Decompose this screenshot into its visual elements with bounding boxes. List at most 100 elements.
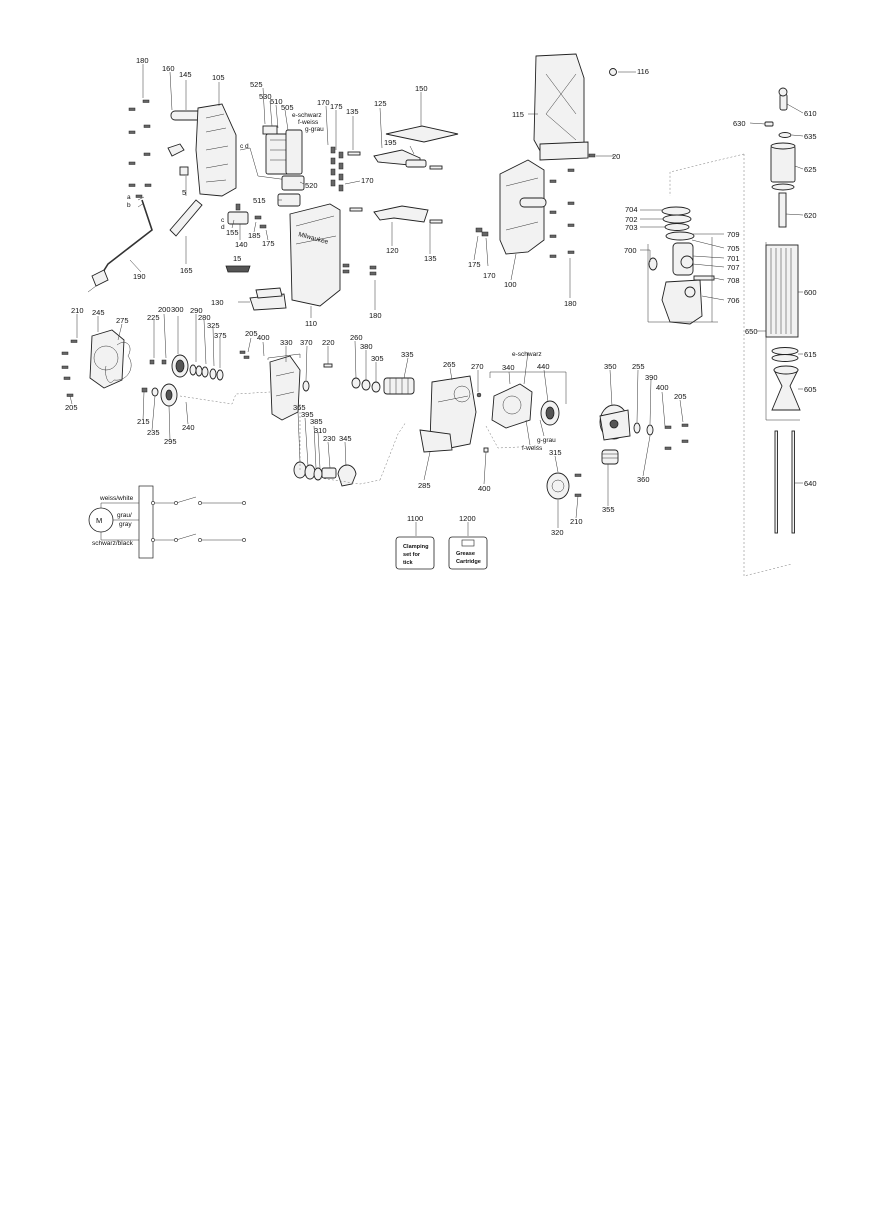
label-220: 220 (322, 338, 335, 347)
label-701: 701 (727, 254, 740, 263)
label-340: 340 (502, 363, 515, 372)
label-380: 380 (360, 342, 373, 351)
label-370: 370 (300, 338, 313, 347)
screw-column-right (549, 168, 575, 258)
label-115: 115 (512, 110, 524, 119)
label-703: 703 (625, 223, 638, 232)
accessory-boxes: Clamping set for tick Grease Cartridge (395, 536, 488, 570)
label-105: 105 (212, 73, 225, 82)
label-708: 708 (727, 276, 740, 285)
label-640: 640 (804, 479, 817, 488)
label-a: a (127, 194, 131, 201)
label-610: 610 (804, 109, 817, 118)
part-labels: 180 160 145 105 525 530 510 505 e-schwar… (65, 56, 817, 537)
label-1200: 1200 (459, 514, 476, 523)
label-285: 285 (418, 481, 431, 490)
label-706: 706 (727, 296, 740, 305)
label-707: 707 (727, 263, 740, 272)
hammer-mechanism (647, 87, 801, 577)
wire-gray-label-1: grau/ (117, 512, 132, 519)
handle-grips (373, 125, 459, 224)
cover-110: Milwaukee (289, 203, 377, 307)
gear-group (61, 329, 381, 487)
label-600: 600 (804, 288, 817, 297)
label-135-b: 135 (424, 254, 437, 263)
label-175-a: 175 (330, 102, 343, 111)
label-275: 275 (116, 316, 129, 325)
label-140: 140 (235, 240, 248, 249)
label-215: 215 (137, 417, 150, 426)
label-205-b: 205 (245, 329, 258, 338)
label-295: 295 (164, 437, 177, 446)
label-5: 5 (182, 188, 186, 197)
label-530: 530 (259, 92, 272, 101)
label-365: 365 (293, 403, 306, 412)
housing-group (475, 53, 617, 258)
label-525: 525 (250, 80, 263, 89)
electronics-group (239, 125, 363, 212)
wire-g-grau-top: g-grau (305, 126, 324, 133)
label-520: 520 (305, 181, 318, 190)
clamping-line-2: set for (403, 552, 421, 558)
label-260: 260 (350, 333, 363, 342)
label-155: 155 (226, 228, 239, 237)
label-cd: c d (240, 143, 249, 150)
label-320: 320 (551, 528, 564, 537)
label-145: 145 (179, 70, 192, 79)
label-335: 335 (401, 350, 414, 359)
label-235: 235 (147, 428, 160, 437)
label-702: 702 (625, 215, 638, 224)
label-195: 195 (384, 138, 397, 147)
wire-e-schwarz-top: e-schwarz (292, 112, 322, 119)
label-c: c (221, 217, 225, 224)
label-650: 650 (745, 327, 758, 336)
leader-lines (69, 64, 804, 536)
label-400-a: 400 (257, 333, 270, 342)
label-355: 355 (602, 505, 615, 514)
label-240: 240 (182, 423, 195, 432)
left-handle-group (87, 99, 287, 311)
label-120: 120 (386, 246, 399, 255)
motor-group (351, 371, 689, 500)
label-1100: 1100 (407, 514, 423, 523)
label-515: 515 (253, 196, 266, 205)
label-225: 225 (147, 313, 160, 322)
label-230: 230 (323, 434, 336, 443)
label-20: 20 (612, 152, 620, 161)
label-510: 510 (270, 97, 283, 106)
wire-gray-label-2: gray (119, 521, 132, 528)
label-200: 200 (158, 305, 171, 314)
label-605: 605 (804, 385, 817, 394)
wire-f-weiss-top: f-weiss (298, 119, 319, 126)
label-245: 245 (92, 308, 105, 317)
label-130: 130 (211, 298, 224, 307)
clamping-line-3: tick (403, 560, 414, 566)
label-709: 709 (727, 230, 740, 239)
label-190: 190 (133, 272, 146, 281)
label-360: 360 (637, 475, 650, 484)
label-210-b: 210 (570, 517, 583, 526)
wire-black-label: schwarz/black (92, 540, 134, 547)
label-270: 270 (471, 362, 484, 371)
label-615: 615 (804, 350, 817, 359)
label-135-a: 135 (346, 107, 359, 116)
label-305: 305 (371, 354, 384, 363)
label-400-c: 400 (656, 383, 669, 392)
label-290: 290 (190, 306, 203, 315)
motor-symbol: M (96, 516, 102, 525)
label-630: 630 (733, 119, 746, 128)
label-100: 100 (504, 280, 517, 289)
label-705: 705 (727, 244, 740, 253)
label-116: 116 (637, 67, 649, 76)
label-175-c: 175 (468, 260, 481, 269)
label-315: 315 (549, 448, 562, 457)
label-330: 330 (280, 338, 293, 347)
label-125: 125 (374, 99, 387, 108)
label-265: 265 (443, 360, 456, 369)
label-395: 395 (301, 410, 314, 419)
label-180-b: 180 (369, 311, 382, 320)
label-170-c: 170 (483, 271, 496, 280)
label-170-a: 170 (317, 98, 330, 107)
label-160: 160 (162, 64, 175, 73)
